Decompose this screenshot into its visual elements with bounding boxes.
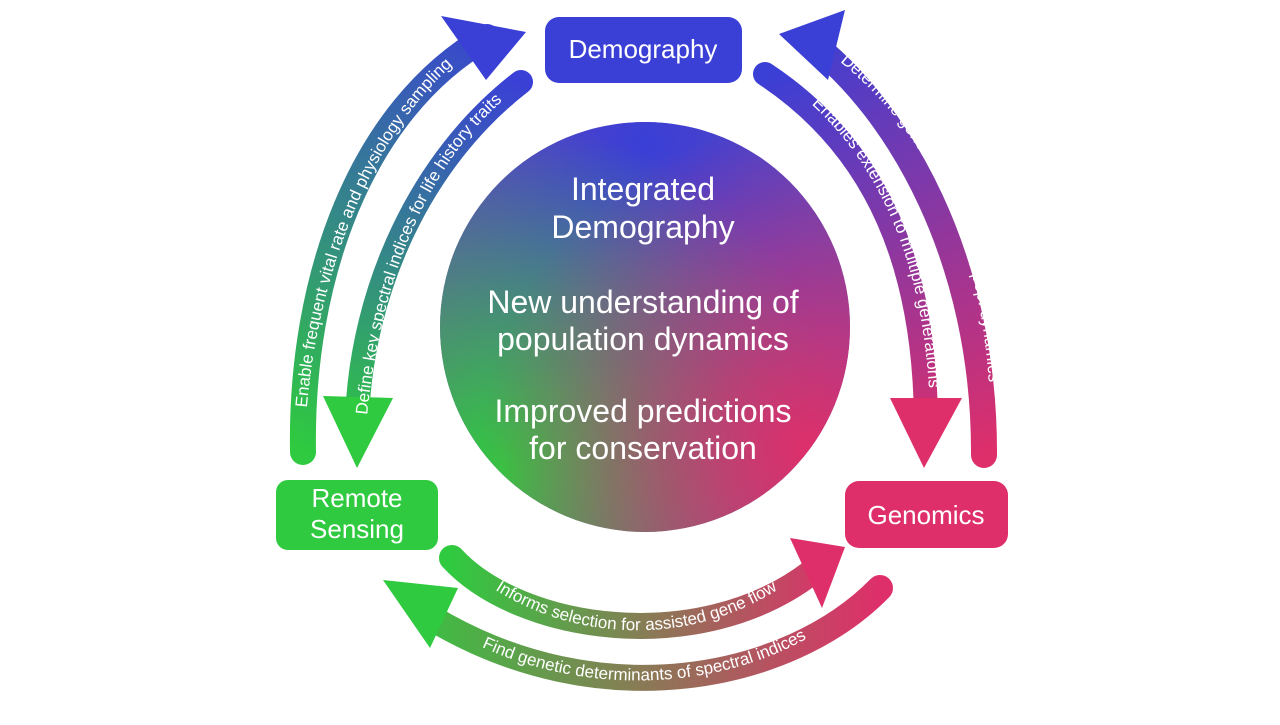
arrow-remote-to-demography-outer (289, 16, 526, 465)
node-remote-sensing-label-line2: Sensing (310, 514, 404, 544)
arrow-demography-to-remote-inner (323, 70, 533, 468)
node-remote-sensing-label-line1: Remote (311, 483, 402, 513)
node-demography: Demography (545, 17, 742, 83)
center-statement2-line1: Improved predictions (494, 393, 791, 429)
center-statement1-line1: New understanding of (487, 284, 798, 320)
center-statement2-line2: for conservation (529, 430, 757, 466)
center-title-line2: Demography (551, 209, 734, 245)
arrow-label-remote-to-genomics: Informs selection for assisted gene flow (493, 576, 781, 634)
node-genomics-label: Genomics (867, 500, 984, 530)
center-circle (440, 122, 850, 532)
node-remote-sensing: Remote Sensing (276, 480, 438, 550)
arrow-genomics-to-remote-lower (383, 575, 893, 691)
node-demography-label: Demography (569, 34, 718, 64)
arrow-demography-to-genomics-inner (753, 62, 962, 468)
arrow-genomics-to-demography-outer (779, 10, 998, 468)
center-title-line1: Integrated (571, 171, 715, 207)
arrow-remote-to-genomics-upper (439, 538, 845, 639)
node-genomics: Genomics (845, 481, 1008, 548)
center-statement1-line2: population dynamics (497, 321, 789, 357)
